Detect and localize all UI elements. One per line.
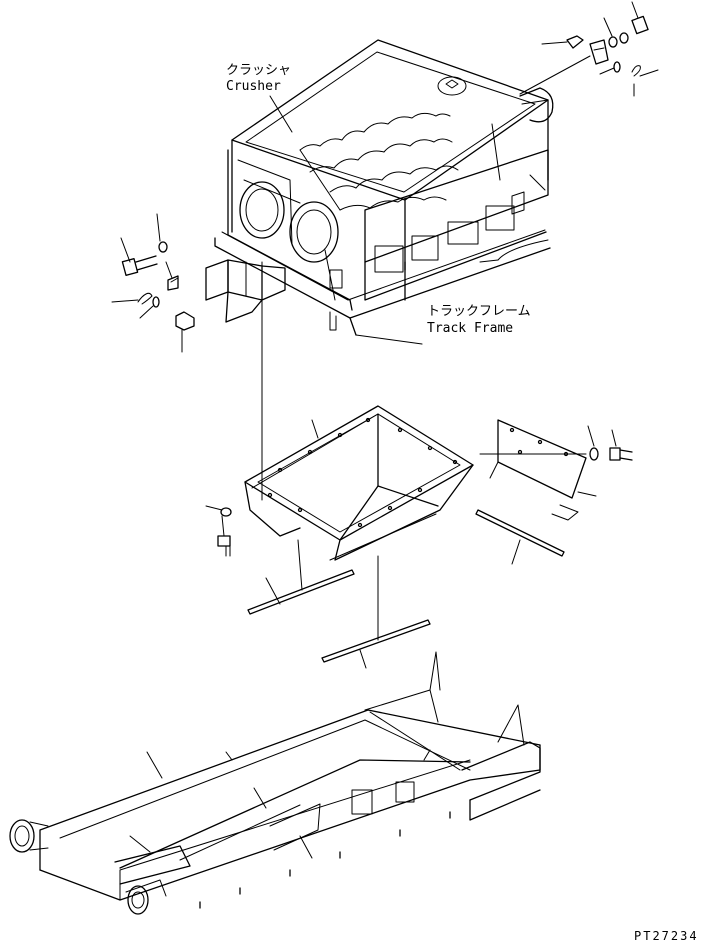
- hopper: [244, 405, 474, 561]
- track-frame: [214, 229, 551, 345]
- hardware-left: [111, 213, 195, 353]
- track-frame-label-en: Track Frame: [427, 321, 513, 336]
- track-frame-label-jp: トラックフレーム: [427, 304, 531, 319]
- hardware-hopper-left: [205, 505, 232, 557]
- hardware-top-right: [519, 1, 659, 97]
- seal-strips: [247, 509, 565, 669]
- side-plate: [479, 419, 633, 521]
- conveyor: [9, 651, 541, 915]
- crusher-label-en: Crusher: [226, 79, 281, 94]
- left-bracket: [205, 259, 286, 323]
- crusher-label-jp: クラッシャ: [226, 63, 291, 78]
- crusher-assembly: [227, 39, 554, 311]
- crusher-leader: [269, 95, 293, 133]
- drawing-code: PT27234: [634, 929, 699, 943]
